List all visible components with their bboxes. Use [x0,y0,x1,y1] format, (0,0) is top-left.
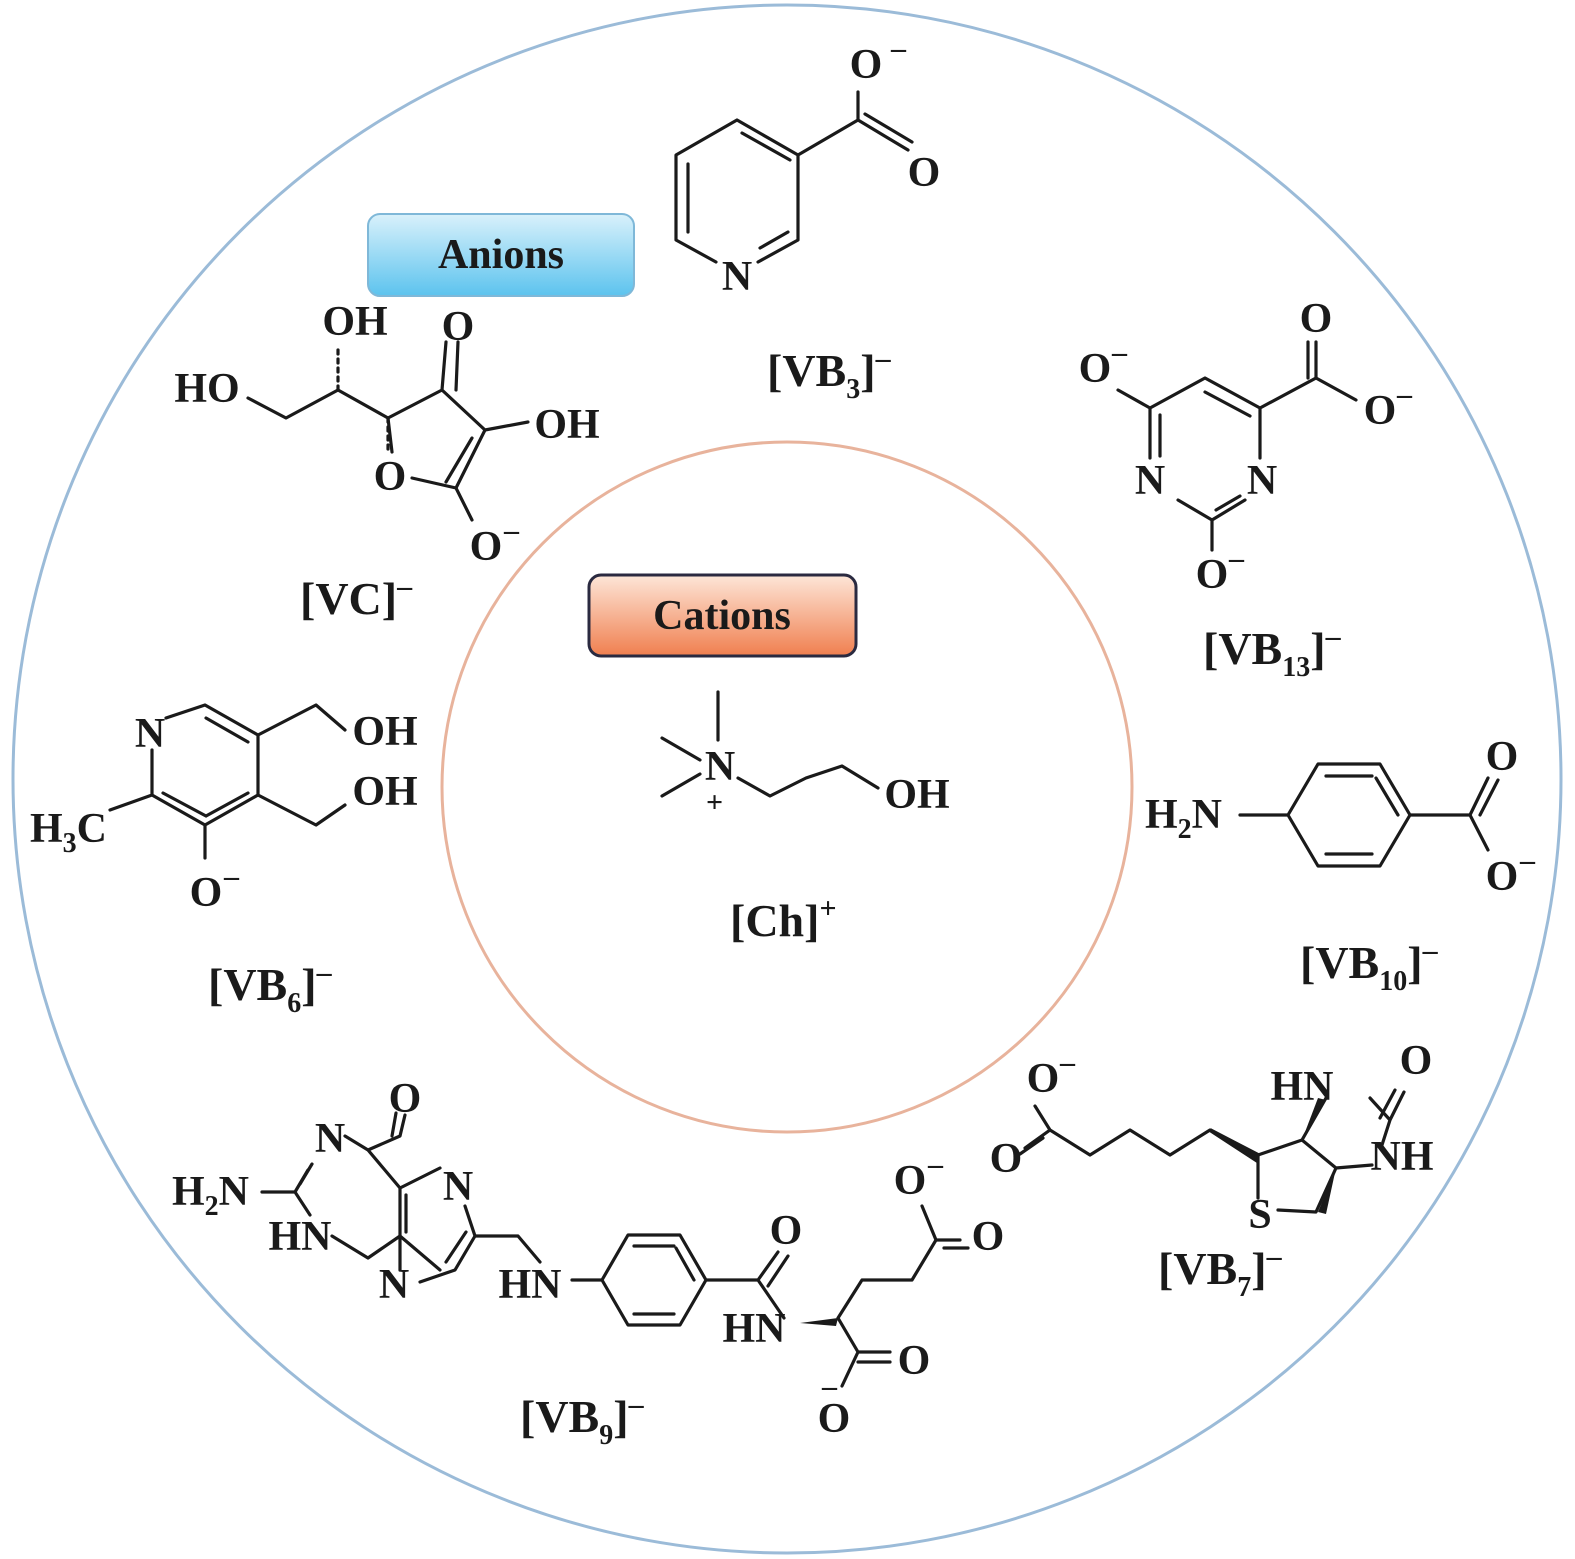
vb9-pterin-o: O [389,1076,422,1122]
vb7-urea-o: O [1400,1038,1433,1084]
vb13-n3: N [1247,458,1277,504]
molecule-vb6: N OH OH H3C O – [VB6]– [30,703,418,1019]
ch-hydroxyl: OH [884,772,949,818]
vb10-carbonyl-o: O [1486,734,1519,780]
vc-carbonyl-o: O [442,304,475,350]
vb7-carboxylate-o: O [1027,1056,1060,1102]
vc-oh-right: OH [534,402,599,448]
vb9-gamma-o-minus: O [894,1158,927,1204]
label-vb13: [VB13]– [1203,620,1342,683]
label-vb9: [VB9]– [520,1388,645,1451]
vb3-minus: – [890,32,907,65]
vb9-amide-o: O [770,1208,803,1254]
vb3-ring-nitrogen: N [722,254,752,300]
label-vb6: [VB6]– [208,956,333,1019]
vb7-nh: NH [1371,1134,1434,1180]
vb7-carbonyl-o: O [990,1136,1023,1182]
molecule-vb10: H2N O O – [VB10]– [1145,734,1536,997]
vb13-o-left: O [1079,346,1112,392]
inner-ring [440,440,1134,1134]
vb13-minus-bottom: – [1228,542,1245,575]
vb9-n5: N [443,1164,473,1210]
label-vc: [VC]– [300,570,413,624]
cations-badge-label: Cations [653,593,791,639]
molecule-vb13: N N O – O O – O – [VB13]– [1079,296,1413,683]
label-vb3: [VB3]– [767,342,892,405]
vb3-carboxylate-o: O [850,42,883,88]
vc-minus: – [503,514,520,547]
vb7-minus: – [1059,1046,1076,1079]
ch-nitrogen: N [705,744,735,790]
vb9-n3: N [315,1116,345,1162]
vb9-amine: H2N [172,1169,249,1222]
vb9-gamma-minus: – [927,1148,944,1181]
vb3-carbonyl-o: O [908,150,941,196]
vb7-hn: HN [1271,1064,1334,1110]
vb9-gamma-o: O [972,1214,1005,1260]
vb13-n1: N [1135,458,1165,504]
label-vb10: [VB10]– [1300,934,1439,997]
vb9-alpha-o-minus: O [818,1396,851,1442]
vb6-ring-nitrogen: N [135,711,165,757]
vb13-carbonyl-o: O [1300,296,1333,342]
vb6-minus: – [223,860,240,893]
vc-ring-o: O [374,454,407,500]
vb6-oh-top: OH [352,709,417,755]
molecule-ch: N + OH [Ch]+ [660,690,950,946]
vb9-n8: N [379,1262,409,1308]
label-ch: [Ch]+ [730,892,837,946]
vb10-amine: H2N [1145,792,1222,845]
vb9-alpha-minus: – [821,1370,838,1403]
vb13-carboxylate-o: O [1364,388,1397,434]
vb6-phenolate-o: O [190,870,223,916]
vb10-minus: – [1519,844,1536,877]
vb13-minus-left: – [1111,336,1128,369]
anions-badge: Anions [367,213,635,297]
molecule-vb3: N O – O [VB3]– [674,32,941,405]
vb9-hn-linker: HN [499,1262,562,1308]
vb7-sulfur: S [1248,1192,1271,1238]
vb9-hn-ring: HN [269,1214,332,1260]
vb13-minus-right: – [1396,378,1413,411]
outer-ring [11,3,1563,1555]
molecule-vb9: O N N H2N HN N HN O HN O – O O – O [VB9]… [172,1076,1004,1451]
vc-oh-top: OH [322,299,387,345]
vb9-amide-hn: HN [723,1306,786,1352]
anions-badge-label: Anions [438,232,564,278]
ch-plus-sign: + [706,786,723,819]
vb13-o-bottom: O [1196,552,1229,598]
vb10-carboxylate-o: O [1486,854,1519,900]
vb6-oh-bottom: OH [352,769,417,815]
cations-badge: Cations [587,573,858,658]
molecule-vc: HO OH O OH O O – [VC]– [174,299,599,624]
label-vb7: [VB7]– [1158,1240,1283,1303]
vb6-methyl: H3C [30,806,107,859]
vb9-alpha-o: O [898,1338,931,1384]
vc-ho: HO [174,366,239,412]
vc-enolate-o: O [470,524,503,570]
molecule-vb7: O – O HN O NH S [VB7]– [990,1038,1434,1303]
